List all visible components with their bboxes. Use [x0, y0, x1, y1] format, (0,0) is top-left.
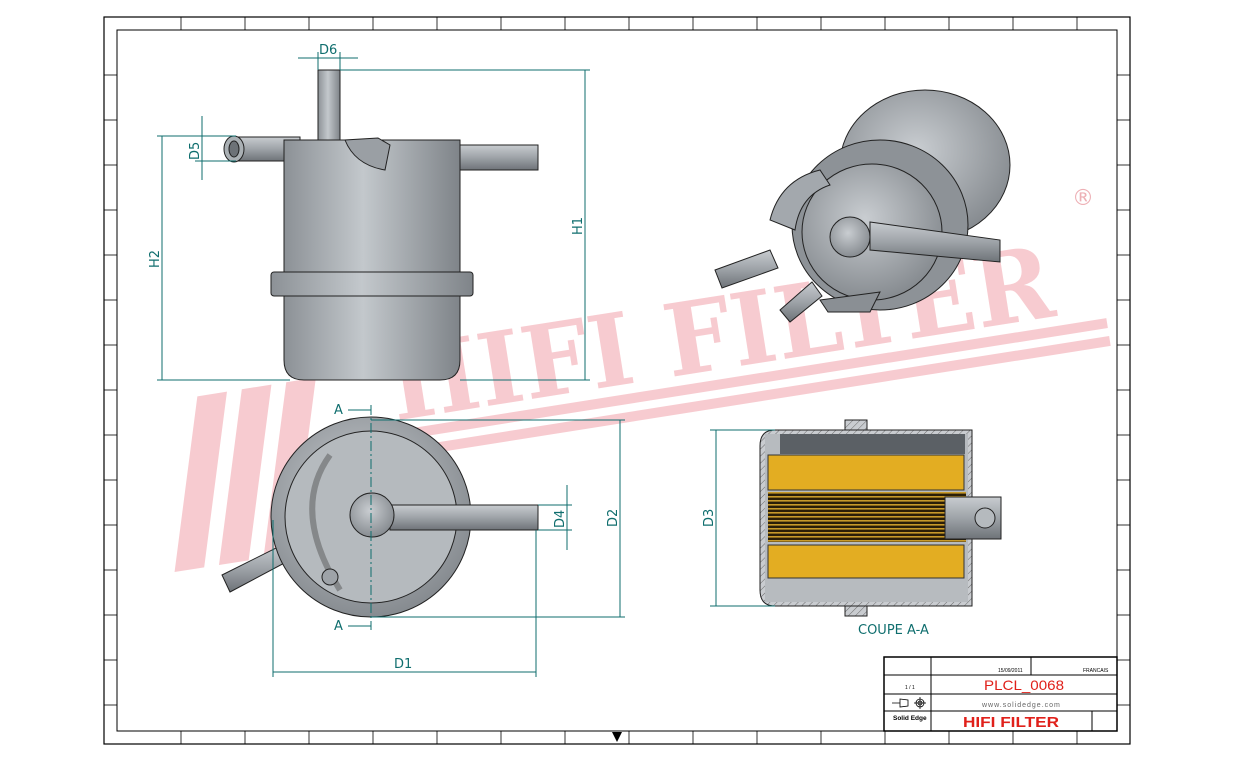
section-label: COUPE A-A: [858, 623, 929, 638]
filter-core-pleats: [768, 492, 966, 542]
section-mark-top: A: [334, 403, 343, 418]
watermark-bar: [296, 318, 1108, 457]
h2-label: H2: [148, 250, 163, 268]
bottom-boss: [321, 568, 339, 586]
bottom-hub: [349, 492, 395, 538]
brand-name: HIFI FILTER: [963, 714, 1059, 731]
d6-label: D6: [319, 43, 337, 58]
h1-label: H1: [571, 217, 586, 235]
d2-label: D2: [606, 509, 621, 527]
front-view: H1 H2 D5 D6: [148, 43, 590, 381]
iso-bracket: [819, 291, 881, 313]
bottom-view: A A D1 D2 D4: [221, 403, 625, 677]
title-block: 15/09/2011 FRANCAIS 1 / 1 PLCL_0068 www.…: [883, 656, 1118, 732]
filter-media-bottom: [767, 544, 965, 579]
d5-label: D5: [188, 142, 203, 160]
filter-body: [283, 139, 461, 381]
outer-border: [103, 16, 1131, 745]
date-value: 15/09/2011: [998, 668, 1023, 674]
left-tube-bore: [228, 140, 240, 158]
language-value: FRANCAIS: [1083, 668, 1109, 674]
mounting-band: [270, 271, 474, 297]
software-name: Solid Edge: [893, 715, 927, 722]
top-tube: [317, 69, 341, 145]
section-view: D3 COUPE A-A: [702, 419, 1002, 638]
d1-label: D1: [394, 657, 412, 672]
iso-inlet-boss: [769, 169, 831, 231]
watermark-bar: [299, 335, 1111, 475]
center-mark-icon: [612, 732, 622, 742]
d4-label: D4: [553, 510, 568, 528]
iso-left-tube: [714, 249, 779, 289]
section-outlet-bore: [974, 507, 996, 529]
filter-media-top: [767, 454, 965, 491]
section-mark-bottom: A: [334, 619, 343, 634]
watermark-registered-mark: ®: [1072, 186, 1094, 211]
d3-label: D3: [702, 509, 717, 527]
border-zone-ticks: [104, 17, 1130, 744]
bottom-outlet-tube: [389, 504, 539, 531]
iso-short-tube: [779, 281, 823, 323]
iso-hub: [829, 216, 871, 258]
inlet-boss: [344, 137, 391, 171]
isometric-view: [714, 89, 1011, 323]
projection-symbol-icon: [892, 697, 926, 709]
section-cavity-shadow: [780, 434, 965, 454]
inner-border: [116, 29, 1118, 732]
part-number: PLCL_0068: [984, 677, 1064, 693]
sheet-value: 1 / 1: [905, 685, 915, 691]
website: www.solidedge.com: [981, 702, 1061, 709]
